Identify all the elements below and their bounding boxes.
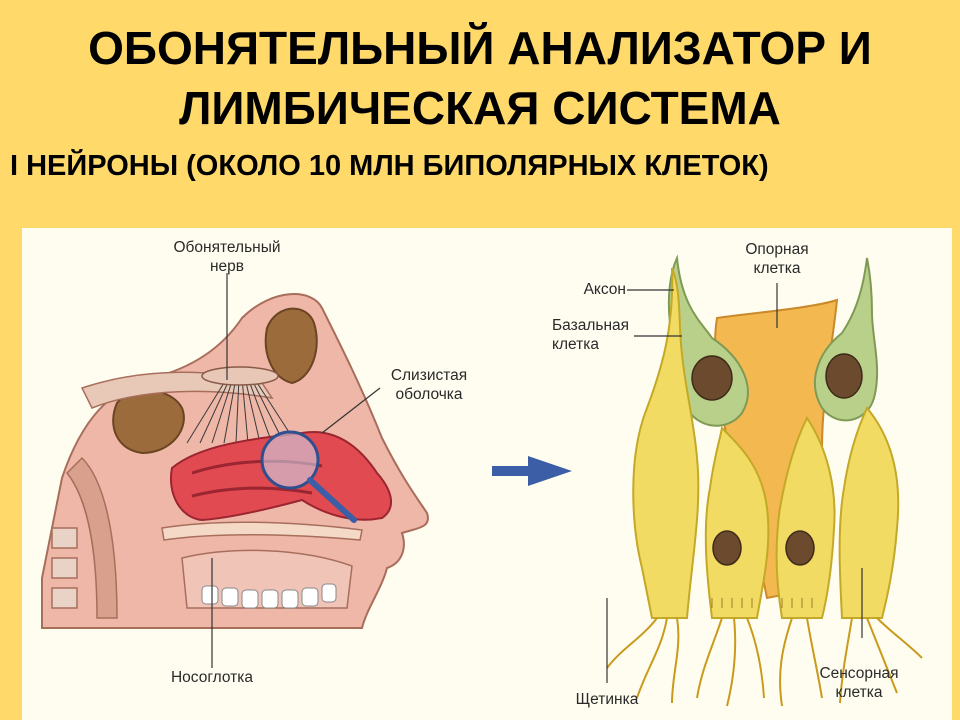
label-mucosa-line1: Слизистая (390, 367, 468, 384)
label-olfactory-nerve-line1: Обонятельный (173, 239, 281, 256)
olfactory-bulb (201, 366, 279, 386)
label-olfactory-nerve-line2: нерв (209, 258, 245, 275)
label-sensory-cell: Сенсорная клетка (804, 664, 914, 702)
vertebrae (51, 527, 78, 609)
sensory-cell-1 (632, 267, 700, 619)
label-mucosa-line2: оболочка (395, 386, 463, 403)
basal-cell-right-nucleus (825, 353, 863, 399)
microvilli-fringe (711, 598, 813, 608)
olfactory-epithelium-illustration (606, 254, 923, 707)
title-line-1: ОБОНЯТЕЛЬНЫЙ АНАЛИЗАТОР И (88, 22, 872, 74)
title-line-2: ЛИМБИЧЕСКАЯ СИСТЕМА (179, 82, 781, 134)
label-bristle: Щетинка (575, 691, 639, 708)
label-basal-cell-line2: клетка (552, 336, 599, 353)
label-support-cell-line2: клетка (753, 260, 801, 277)
sensory-cell-2 (704, 425, 770, 619)
label-olfactory-nerve: Обонятельный нерв (157, 238, 297, 276)
hard-palate (161, 521, 363, 541)
label-basal-cell-line1: Базальная (552, 317, 630, 334)
teeth (201, 583, 337, 609)
label-axon: Аксон (583, 281, 626, 298)
sensory-cell-3-nucleus (785, 530, 815, 566)
nasal-cavity-illustration (41, 273, 429, 668)
cilia (606, 617, 923, 707)
label-sensory-cell-line1: Сенсорная (819, 665, 899, 682)
basal-cell-left-nucleus (691, 355, 733, 401)
sensory-cell-3 (775, 416, 836, 619)
magnifier-lens (260, 430, 320, 490)
turbinate-lower (191, 486, 313, 498)
illustration-panel: Обонятельный нерв Слизистая оболочка Нос… (22, 228, 952, 720)
pharynx-wall (65, 456, 118, 619)
label-support-cell: Опорная клетка (727, 240, 827, 278)
label-basal-cell: Базальная клетка (552, 316, 637, 354)
sensory-cell-4 (838, 406, 900, 619)
subtitle: I НЕЙРОНЫ (ОКОЛО 10 МЛН БИПОЛЯРНЫХ КЛЕТО… (10, 150, 769, 182)
page-title: ОБОНЯТЕЛЬНЫЙ АНАЛИЗАТОР И ЛИМБИЧЕСКАЯ СИ… (0, 18, 960, 138)
arrow-icon (492, 456, 572, 486)
frontal-sinus (264, 307, 318, 385)
olfactory-fibers (186, 377, 297, 444)
sensory-cell-2-nucleus (712, 530, 742, 566)
leader-mucosa (321, 387, 381, 434)
diagram-svg (41, 254, 923, 707)
magnifier-handle (307, 477, 357, 523)
label-support-cell-line1: Опорная (745, 241, 809, 258)
label-mucosa: Слизистая оболочка (374, 366, 484, 404)
label-nasopharynx: Носоглотка (170, 669, 253, 686)
label-sensory-cell-line2: клетка (835, 684, 883, 701)
